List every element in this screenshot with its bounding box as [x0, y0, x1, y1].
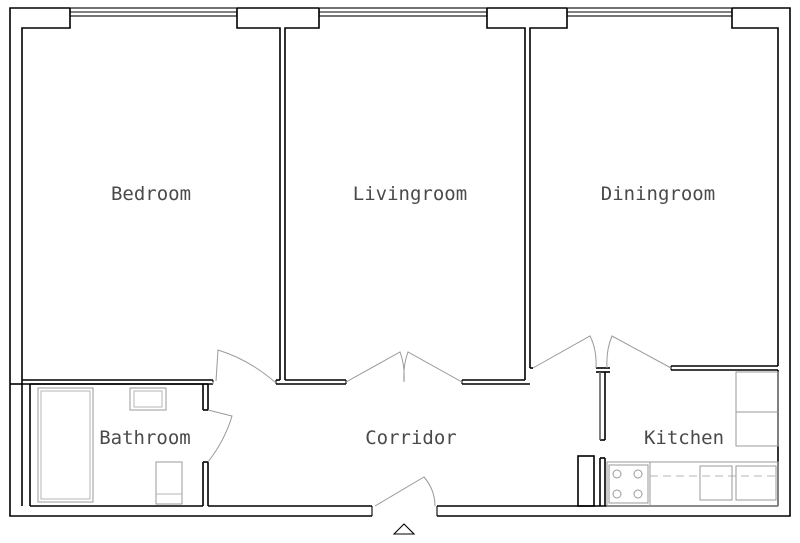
room-label-corridor: Corridor: [365, 427, 457, 449]
room-label-bedroom: Bedroom: [111, 183, 191, 205]
kitchen-door: [606, 335, 672, 369]
stove-icon: [608, 464, 649, 504]
bedroom-door: [212, 349, 277, 384]
kitchen-partition: [577, 372, 606, 507]
kitchen-sink: [699, 465, 777, 501]
room-label-diningroom: Diningroom: [601, 183, 715, 205]
room-label-bathroom: Bathroom: [99, 427, 191, 449]
toilet: [155, 461, 183, 505]
diningroom-door: [532, 335, 597, 369]
inner-wall-face: [21, 8, 779, 380]
bathtub: [37, 387, 94, 503]
livingroom-walls: [285, 379, 530, 385]
bathroom-walls: [10, 380, 603, 507]
outer-walls: [9, 7, 791, 517]
bathroom-door: [207, 409, 233, 463]
livingroom-double-door: [345, 351, 463, 383]
entrance-door: [374, 476, 436, 507]
room-label-kitchen: Kitchen: [644, 427, 724, 449]
entrance-arrow-icon: [392, 523, 416, 535]
kitchen-counter: [606, 371, 779, 507]
room-label-livingroom: Livingroom: [353, 183, 467, 205]
bathroom-sink: [129, 387, 167, 411]
top-windows: [69, 7, 733, 17]
